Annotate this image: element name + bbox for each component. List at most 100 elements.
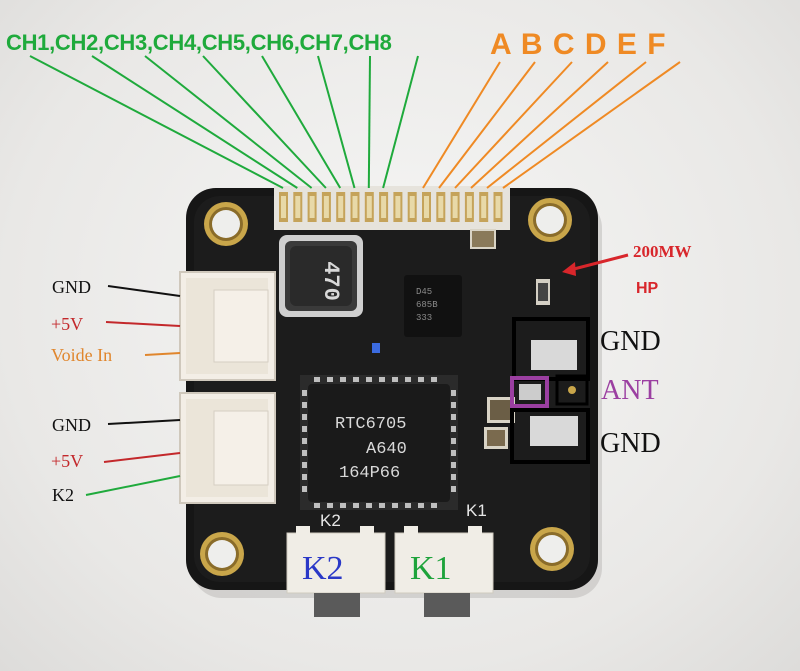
- ant-pad: [510, 376, 549, 408]
- k2-button-label: K2: [302, 550, 344, 587]
- channel-leader-line: [261, 55, 342, 189]
- chip-pin: [379, 503, 385, 508]
- chip-pin: [431, 377, 437, 382]
- button-k1-body: [394, 526, 494, 617]
- pad-leader-line: [502, 61, 681, 189]
- channel-leader-line: [91, 55, 298, 189]
- header-pin-highlight: [281, 196, 286, 218]
- regulator-ic: [404, 275, 462, 337]
- header-pin-highlight: [409, 196, 415, 218]
- chip-pin: [302, 450, 307, 456]
- gnd-label-bottom: GND: [600, 428, 661, 459]
- chip-pin: [451, 462, 456, 468]
- chip-pin: [451, 474, 456, 480]
- chip-pin: [451, 402, 456, 408]
- channel-leader-line: [317, 55, 356, 189]
- gnd-label-top: GND: [600, 326, 661, 357]
- pad-leader-line: [470, 61, 609, 189]
- mounting-hole-bl: [200, 532, 244, 576]
- channel-labels: CH1,CH2,CH3,CH4,CH5,CH6,CH7,CH8: [6, 30, 392, 55]
- chip-pin: [451, 438, 456, 444]
- chip-pin: [353, 503, 359, 508]
- chip-pin: [302, 426, 307, 432]
- pad-labels: A B C D E F: [490, 28, 666, 61]
- chip-pin: [451, 414, 456, 420]
- power-label: 200MW: [633, 242, 692, 261]
- header-pin-highlight: [481, 196, 487, 218]
- chip-pin: [392, 503, 398, 508]
- channel-leader-line: [29, 55, 284, 189]
- chip-pin: [392, 377, 398, 382]
- chip-pin: [302, 414, 307, 420]
- chip-pin: [302, 438, 307, 444]
- mounting-hole-tl: [204, 202, 248, 246]
- chip-pin: [314, 503, 320, 508]
- button-k2-body: [286, 526, 386, 617]
- chip-pin: [302, 486, 307, 492]
- header-pin-highlight: [452, 196, 458, 218]
- silkscreen-k2: K2: [320, 511, 341, 530]
- k1-button-label: K1: [410, 550, 452, 587]
- chip-marking-line1: RTC6705: [335, 415, 407, 434]
- chip-pin: [379, 377, 385, 382]
- video-in-label: Voide In: [51, 345, 113, 365]
- ic2-marking-line3: 333: [416, 313, 433, 323]
- inductor-marking: 470: [317, 261, 343, 301]
- header-pin-highlight: [309, 196, 315, 218]
- gnd-pad-top: [531, 340, 577, 370]
- pin-pads: [279, 192, 503, 222]
- chip-pin: [327, 503, 333, 508]
- rtc6705-chip: [300, 375, 458, 510]
- chip-pin: [451, 390, 456, 396]
- channel-leader-lines: [29, 55, 419, 189]
- header-pin-highlight: [338, 196, 344, 218]
- chip-pin: [314, 377, 320, 382]
- chip-pin: [302, 402, 307, 408]
- chip-pin: [451, 450, 456, 456]
- header-pin-highlight: [466, 196, 472, 218]
- header-pin-highlight: [366, 196, 372, 218]
- left-gnd-label-2: GND: [52, 415, 91, 435]
- inductor: [279, 235, 363, 317]
- chip-pin: [366, 377, 372, 382]
- header-pin-highlight: [352, 196, 358, 218]
- header-pin-highlight: [495, 196, 501, 218]
- chip-marking-line3: 164P66: [339, 464, 401, 483]
- chip-pin: [302, 390, 307, 396]
- pad-leader-lines: [422, 61, 681, 189]
- channel-leader-line: [382, 55, 419, 189]
- chip-pin: [366, 503, 372, 508]
- chip-pin: [418, 377, 424, 382]
- ic2-marking-line2: 685B: [416, 300, 438, 310]
- header-pin-highlight: [395, 196, 401, 218]
- chip-marking-line2: A640: [366, 440, 407, 459]
- left-gnd-label-1: GND: [52, 277, 91, 297]
- chip-pin: [451, 426, 456, 432]
- pad-leader-line: [422, 61, 501, 189]
- chip-pin: [340, 503, 346, 508]
- power-arrow: [562, 253, 629, 276]
- chip-pin: [340, 377, 346, 382]
- header-pin-highlight: [295, 196, 301, 218]
- left-5v-label-2: +5V: [51, 451, 84, 471]
- chip-pin: [327, 377, 333, 382]
- header-pin-highlight: [438, 196, 444, 218]
- chip-pin: [302, 462, 307, 468]
- connector-bottom: [179, 392, 276, 504]
- chip-pin: [302, 474, 307, 480]
- chip-pin: [431, 503, 437, 508]
- mounting-hole-br: [530, 527, 574, 571]
- chip-pin: [405, 503, 411, 508]
- mounting-hole-tr: [528, 198, 572, 242]
- chip-pin: [405, 377, 411, 382]
- left-leader-lines: [85, 285, 181, 496]
- channel-leader-line: [144, 55, 313, 189]
- connector-top: [179, 271, 276, 381]
- left-5v-label-1: +5V: [51, 314, 84, 334]
- pad-leader-line: [486, 61, 647, 189]
- silkscreen-k1: K1: [466, 501, 487, 520]
- chip-pin: [353, 377, 359, 382]
- pad-leader-line: [454, 61, 573, 189]
